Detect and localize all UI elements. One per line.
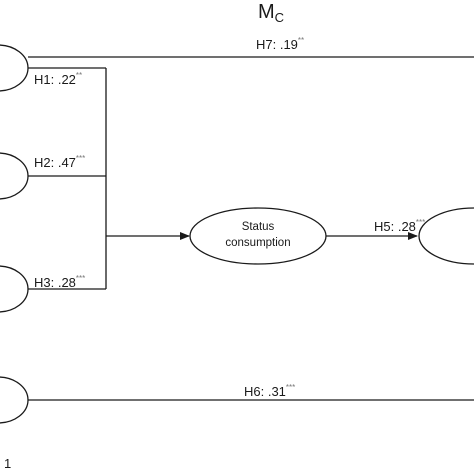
construct-node-1: [0, 44, 29, 92]
mediator-label-line1: Status: [242, 221, 275, 233]
footer-text: 1: [4, 456, 11, 471]
label-h5-text: H5: .28: [374, 219, 416, 234]
mediator-label-line2: consumption: [225, 237, 290, 249]
construct-node-4: [0, 376, 29, 424]
label-h6-text: H6: .31: [244, 384, 286, 399]
label-h1-text: H1: .22: [34, 72, 76, 87]
outcome-node: [418, 207, 474, 265]
model-label-sub: C: [275, 10, 284, 25]
label-h2: H2: .47***: [34, 154, 85, 170]
status-consumption-node: [189, 207, 327, 265]
model-label-main: M: [258, 1, 275, 23]
label-h3-sig: ***: [76, 274, 85, 283]
model-label: MC: [258, 1, 284, 25]
label-h2-text: H2: .47: [34, 155, 76, 170]
label-h6-sig: ***: [286, 383, 295, 392]
label-h7-text: H7: .19: [256, 37, 298, 52]
label-h3: H3: .28***: [34, 274, 85, 290]
label-h5-sig: ***: [416, 218, 425, 227]
label-h2-sig: ***: [76, 154, 85, 163]
label-h6: H6: .31***: [244, 383, 295, 399]
construct-node-3: [0, 265, 29, 313]
label-h5: H5: .28***: [374, 218, 425, 234]
label-h1-sig: **: [76, 71, 82, 80]
label-h1: H1: .22**: [34, 71, 82, 87]
label-h7-sig: **: [298, 36, 304, 45]
label-h3-text: H3: .28: [34, 275, 76, 290]
label-h7: H7: .19**: [256, 36, 304, 52]
construct-node-2: [0, 152, 29, 200]
